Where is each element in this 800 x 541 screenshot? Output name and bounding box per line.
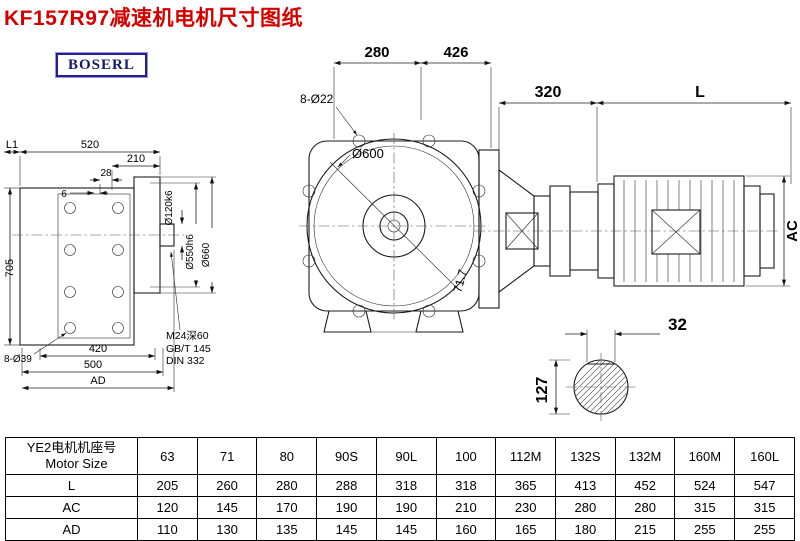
dim-520-label: 520 bbox=[81, 139, 99, 151]
value-cell: 145 bbox=[316, 518, 377, 541]
dim-280-label: 280 bbox=[364, 44, 389, 61]
value-cell: 547 bbox=[734, 474, 795, 497]
value-cell: 120 bbox=[137, 496, 198, 519]
value-cell: 288 bbox=[316, 474, 377, 497]
holes-39-label: 8-Ø39 bbox=[4, 354, 32, 365]
brand-logo: BOSERL bbox=[55, 52, 148, 78]
value-cell: 215 bbox=[614, 518, 676, 541]
value-cell: 365 bbox=[495, 474, 557, 497]
dim-500-label: 500 bbox=[84, 359, 102, 371]
gearbox-front-view: 280 426 8-Ø22 Ø600 71.7 bbox=[299, 44, 492, 333]
dim-420-label: 420 bbox=[89, 343, 107, 355]
outer-diameter-label: Ø660 bbox=[201, 242, 212, 267]
value-cell: 255 bbox=[734, 518, 795, 541]
value-cell: 205 bbox=[137, 474, 198, 497]
size-header-cell: 160L bbox=[734, 437, 795, 475]
dim-426-label: 426 bbox=[443, 44, 468, 61]
table-header-cn: YE2电机机座号 bbox=[26, 440, 117, 455]
row-label-cell: AC bbox=[5, 496, 138, 519]
motor-side-view: 320 L AC bbox=[474, 84, 800, 309]
value-cell: 190 bbox=[375, 496, 437, 519]
value-cell: 210 bbox=[435, 496, 497, 519]
gearbox-side-view: L1 520 210 28 6 705 420 500 AD 8-Ø39 Ø12… bbox=[4, 139, 216, 392]
value-cell: 318 bbox=[375, 474, 437, 497]
value-cell: 315 bbox=[734, 496, 795, 519]
brand-logo-text: BOSERL bbox=[68, 57, 135, 73]
value-cell: 280 bbox=[614, 496, 676, 519]
dim-6-label: 6 bbox=[61, 189, 67, 200]
dim-28-label: 28 bbox=[100, 168, 112, 179]
value-cell: 145 bbox=[196, 496, 258, 519]
value-cell: 280 bbox=[555, 496, 616, 519]
value-cell: 130 bbox=[196, 518, 258, 541]
flange-diameter-label: Ø550h6 bbox=[185, 234, 196, 270]
table-row-AD: AD 110 130 135 145 145 160 165 180 215 2… bbox=[5, 518, 795, 541]
shaft-diameter-label: Ø120k6 bbox=[164, 190, 175, 225]
size-header-cell: 132S bbox=[555, 437, 616, 475]
note-din-label: DIN 332 bbox=[166, 355, 205, 367]
motor-size-table: YE2电机机座号 Motor Size 63 71 80 90S 90L 100… bbox=[5, 437, 795, 541]
row-label-cell: AD bbox=[5, 518, 138, 541]
size-header-cell: 160M bbox=[674, 437, 736, 475]
value-cell: 413 bbox=[555, 474, 616, 497]
table-row-L: L 205 260 280 288 318 318 365 413 452 52… bbox=[5, 474, 795, 497]
size-header-cell: 71 bbox=[196, 437, 258, 475]
diameter-600-label: Ø600 bbox=[352, 146, 384, 161]
value-cell: 260 bbox=[196, 474, 258, 497]
dim-32-label: 32 bbox=[668, 315, 687, 334]
value-cell: 110 bbox=[137, 518, 198, 541]
dim-705-label: 705 bbox=[4, 259, 16, 277]
page-title: KF157R97减速机电机尺寸图纸 bbox=[4, 7, 304, 30]
value-cell: 452 bbox=[614, 474, 676, 497]
value-cell: 280 bbox=[256, 474, 318, 497]
size-header-cell: 80 bbox=[256, 437, 318, 475]
value-cell: 255 bbox=[674, 518, 736, 541]
dim-l-label: L bbox=[695, 84, 705, 101]
size-header-cell: 112M bbox=[495, 437, 557, 475]
value-cell: 230 bbox=[495, 496, 557, 519]
size-header-cell: 132M bbox=[614, 437, 676, 475]
holes-22-label: 8-Ø22 bbox=[300, 92, 334, 106]
dim-ac-label: AC bbox=[784, 220, 800, 242]
note-gbt-label: GB/T 145 bbox=[166, 343, 211, 355]
table-header-en: Motor Size bbox=[45, 456, 108, 471]
table-header-motor-size: YE2电机机座号 Motor Size bbox=[5, 437, 138, 475]
value-cell: 318 bbox=[435, 474, 497, 497]
value-cell: 524 bbox=[674, 474, 736, 497]
size-header-cell: 63 bbox=[137, 437, 198, 475]
note-thread-label: M24深60 bbox=[166, 330, 209, 342]
dim-l1-label: L1 bbox=[6, 139, 18, 151]
value-cell: 170 bbox=[256, 496, 318, 519]
size-header-cell: 90S bbox=[316, 437, 377, 475]
shaft-end-view: 32 127 bbox=[534, 315, 687, 421]
value-cell: 145 bbox=[375, 518, 437, 541]
size-header-cell: 100 bbox=[435, 437, 497, 475]
table-row-AC: AC 120 145 170 190 190 210 230 280 280 3… bbox=[5, 496, 795, 519]
dim-320-label: 320 bbox=[535, 84, 562, 101]
size-header-cell: 90L bbox=[375, 437, 437, 475]
value-cell: 160 bbox=[435, 518, 497, 541]
value-cell: 180 bbox=[555, 518, 616, 541]
value-cell: 165 bbox=[495, 518, 557, 541]
dim-210-label: 210 bbox=[127, 153, 145, 165]
value-cell: 135 bbox=[256, 518, 318, 541]
row-label-cell: L bbox=[5, 474, 138, 497]
technical-drawing: L1 520 210 28 6 705 420 500 AD 8-Ø39 Ø12… bbox=[4, 44, 800, 421]
value-cell: 315 bbox=[674, 496, 736, 519]
value-cell: 190 bbox=[316, 496, 377, 519]
diagonal-717-label: 71.7 bbox=[450, 268, 470, 294]
dim-ad-label: AD bbox=[90, 375, 105, 387]
table-header-row: YE2电机机座号 Motor Size 63 71 80 90S 90L 100… bbox=[5, 437, 795, 475]
dim-127-label: 127 bbox=[534, 377, 551, 404]
